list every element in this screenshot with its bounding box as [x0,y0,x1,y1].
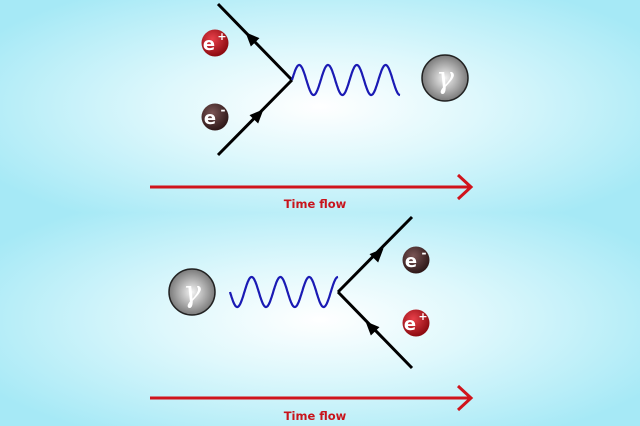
electron-sign: - [422,246,427,260]
electron-particle: e - [201,103,229,131]
pair-production-diagram: γ e - e + Time flow [150,215,474,423]
annihilation-panel [0,0,640,213]
arrowhead-icon [456,173,474,201]
time-flow-label: Time flow [284,409,347,423]
photon-label: γ [183,275,201,310]
electron-sign: - [221,103,226,117]
time-flow-label: Time flow [284,197,347,211]
positron-particle: e + [402,309,430,337]
arrowhead-icon [456,384,474,412]
arrowhead-icon [369,248,384,263]
photon-label: γ [436,61,454,96]
photon-particle: γ [168,268,216,316]
positron-particle: e + [201,29,229,57]
positron-label: e [404,314,416,335]
positron-sign: + [217,30,226,43]
pair-production-panel [0,213,640,426]
electron-particle: e - [402,246,430,274]
photon-particle: γ [421,54,469,102]
photon-wave [228,275,339,309]
arrowhead-icon [245,32,260,47]
positron-label: e [203,34,215,55]
positron-sign: + [418,310,427,323]
electron-label: e [405,251,417,272]
electron-label: e [204,108,216,129]
annihilation-diagram: e + e - γ Time flow [150,2,474,211]
arrowhead-icon [365,321,380,336]
photon-wave [290,63,401,97]
arrowhead-icon [249,109,264,124]
